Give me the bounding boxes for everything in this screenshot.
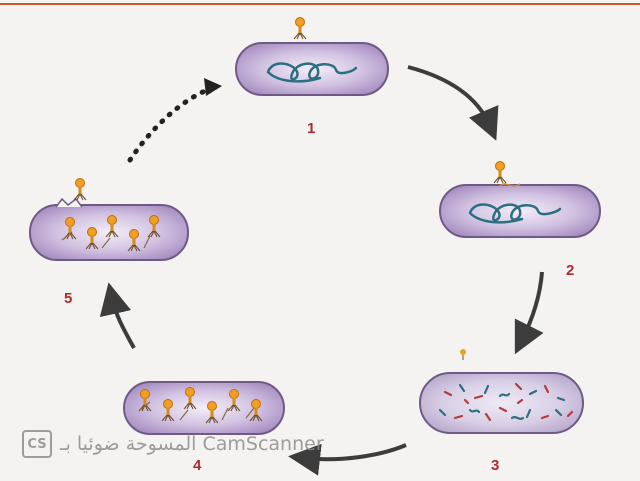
dotted-arrow-head [204,78,222,96]
arrow-3-to-4 [288,443,407,476]
phage-icon-1 [293,17,307,40]
arrow-5-to-1-dotted [127,85,215,163]
dna-strand-1 [266,62,358,83]
assembled-phages-4 [138,387,263,424]
arrow-2-to-3 [514,271,544,355]
step-label-5: 5 [64,290,72,307]
dna-strand-2 [468,203,562,224]
lysis-rupture [55,197,83,208]
released-phage-icon [73,178,87,201]
injected-dna [499,183,521,187]
phage-icon-2 [493,161,507,184]
bacterium-cell-2 [439,161,601,238]
bacterium-cell-1 [235,17,389,96]
bacterium-cell-5 [29,178,189,261]
camscanner-logo: CS [22,430,52,458]
empty-capsid-icon [460,349,466,360]
step-label-1: 1 [307,120,315,137]
bacterium-cell-3 [419,349,584,434]
watermark-text: CamScanner المسوحة ضوئيا بـ [60,433,324,455]
step-label-4: 4 [193,457,202,474]
arrow-4-to-5 [99,282,136,349]
camscanner-watermark: CS CamScanner المسوحة ضوئيا بـ [22,430,324,458]
replicated-fragments [438,382,574,422]
step-label-2: 2 [566,262,574,279]
assembled-phages-5 [61,215,161,252]
step-label-3: 3 [491,457,499,474]
arrow-1-to-2 [407,65,499,141]
bacterium-cell-4 [123,381,285,435]
